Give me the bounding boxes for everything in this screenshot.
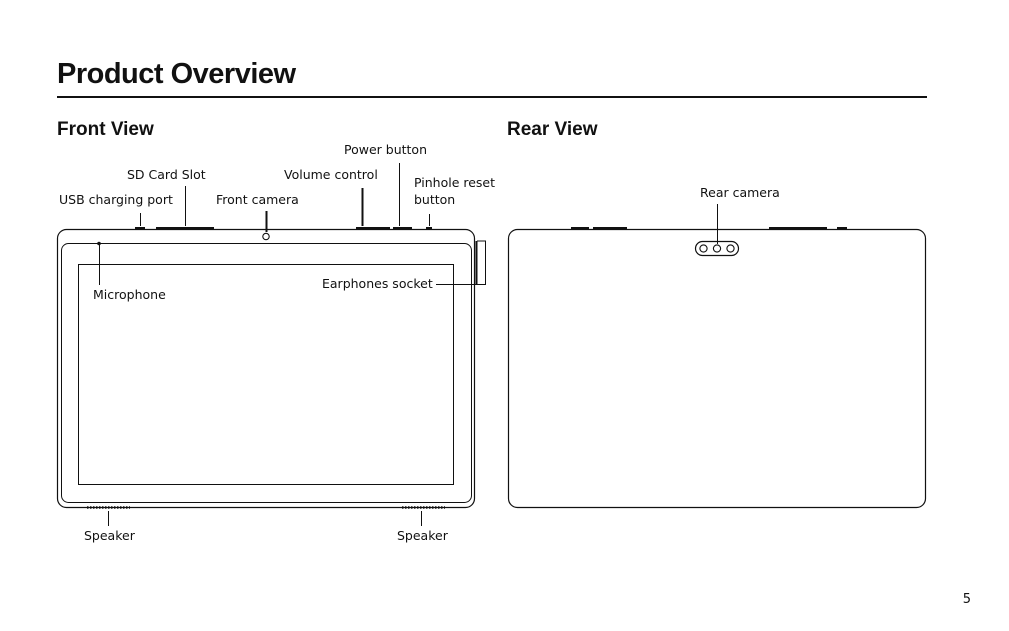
volume-control-label: Volume control (284, 167, 378, 183)
front-camera-label: Front camera (216, 192, 299, 208)
rear-camera-label: Rear camera (700, 185, 780, 201)
rear-camera-lens-2 (713, 245, 720, 252)
earphones-socket-label: Earphones socket (322, 276, 433, 292)
rear-top-slot (769, 227, 827, 230)
usb-charging-port-shape (135, 227, 145, 230)
microphone-label: Microphone (93, 287, 166, 303)
front-leader-lines (100, 163, 486, 526)
power-button-label: Power button (344, 142, 427, 158)
rear-top-button-1 (571, 227, 589, 230)
page-number: 5 (963, 592, 971, 607)
rear-camera-lens-1 (700, 245, 707, 252)
volume-control-shape (356, 227, 390, 230)
front-tablet-outer-body (58, 230, 475, 508)
front-tablet (58, 227, 477, 508)
speaker-left-label: Speaker (84, 528, 135, 544)
rear-top-port (837, 227, 847, 230)
pinhole-reset-shape (426, 227, 432, 230)
usb-charging-port-label: USB charging port (59, 192, 173, 208)
pinhole-reset-label-line2: button (414, 192, 455, 208)
power-button-shape (393, 227, 412, 230)
pinhole-reset-label-line1: Pinhole reset (414, 175, 495, 191)
front-camera-icon (263, 233, 269, 239)
rear-camera-lens-3 (727, 245, 734, 252)
microphone-icon (97, 242, 101, 246)
rear-tablet-body (509, 230, 926, 508)
earphones-socket-leader (436, 241, 486, 285)
sd-card-slot-shape (156, 227, 214, 230)
sd-card-slot-label: SD Card Slot (127, 167, 206, 183)
speaker-right-label: Speaker (397, 528, 448, 544)
rear-tablet (509, 227, 926, 508)
rear-top-button-2 (593, 227, 627, 230)
